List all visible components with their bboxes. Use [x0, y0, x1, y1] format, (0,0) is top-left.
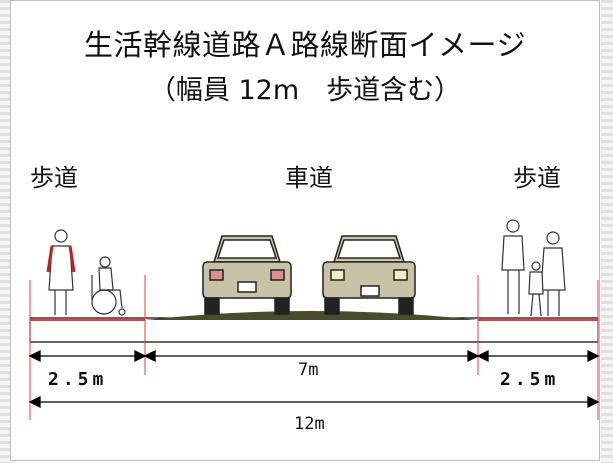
wheelchair-user-icon: [91, 256, 126, 316]
diagram-frame: [10, 0, 600, 461]
label-roadway: 車道: [285, 164, 333, 192]
car-icon-left: [202, 235, 292, 315]
label-left-sidewalk: 歩道: [30, 164, 78, 192]
car-icon-right: [322, 235, 416, 315]
dim-roadway-width: 7m: [298, 360, 319, 380]
road-surface: [29, 317, 599, 343]
background-edge-right: [601, 0, 613, 463]
family-pedestrians-icon: [501, 219, 566, 317]
dim-total-width: 12m: [294, 414, 325, 434]
dim-right-sidewalk-width: 2.5m: [500, 369, 560, 390]
diagram-title: 生活幹線道路Ａ路線断面イメージ: [84, 28, 526, 62]
dimension-arrows: [28, 349, 600, 409]
dim-left-sidewalk-width: 2.5m: [48, 369, 108, 390]
label-right-sidewalk: 歩道: [513, 164, 561, 192]
diagram-subtitle: （幅員 12m 歩道含む）: [148, 75, 462, 106]
roadway-crown: [145, 311, 478, 320]
pedestrian-icon: [46, 229, 76, 315]
